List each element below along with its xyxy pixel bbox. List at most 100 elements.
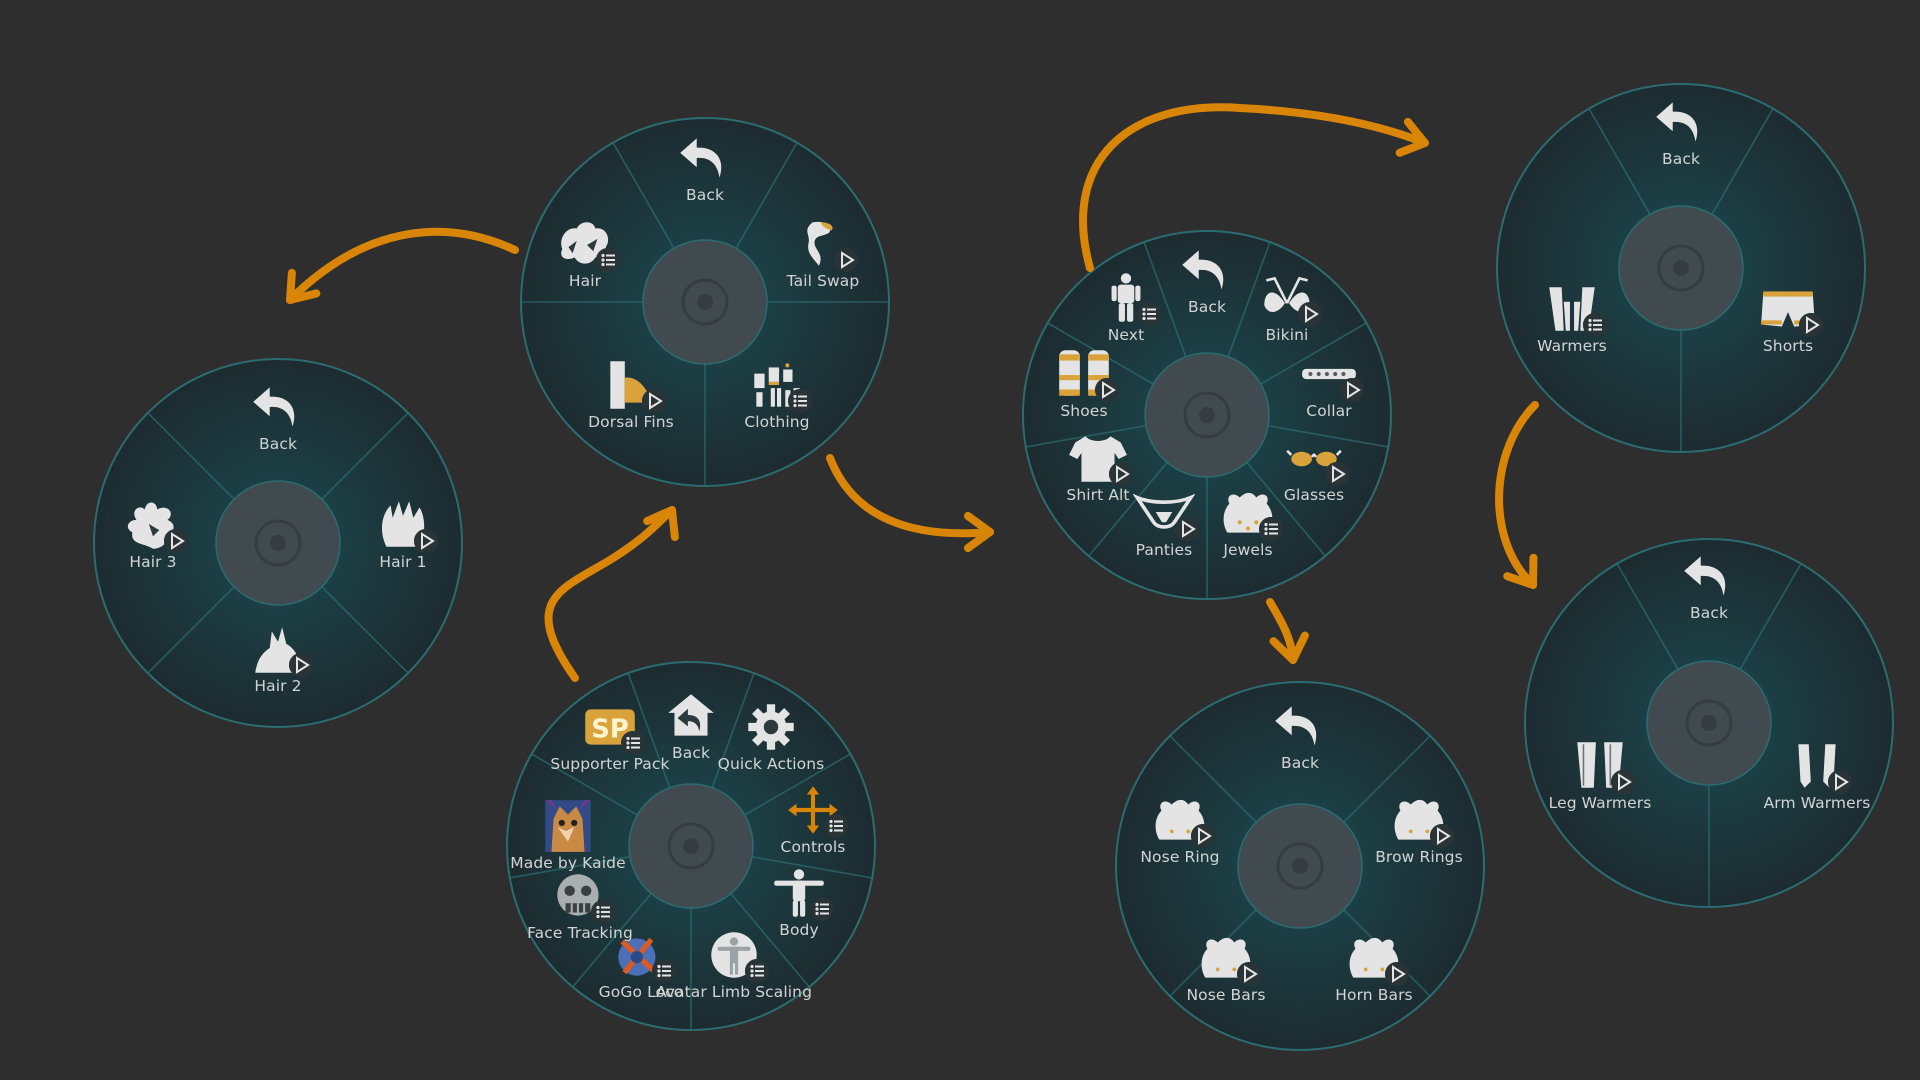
menu-item-label: Bikini [1265, 326, 1309, 344]
menu-item-label: Leg Warmers [1548, 794, 1652, 812]
play-toggle-icon [164, 529, 188, 553]
menu-item-bikini[interactable]: Bikini [1202, 272, 1372, 344]
menu-item-nose-bars[interactable]: Nose Bars [1141, 932, 1311, 1004]
menu-item-label: Dorsal Fins [588, 413, 674, 431]
menu-item-back[interactable]: Back [193, 381, 363, 453]
play-toggle-icon [1325, 462, 1349, 486]
collar-icon [1298, 348, 1364, 402]
shorts-icon [1757, 283, 1823, 337]
play-toggle-icon [1095, 378, 1119, 402]
menu-item-glasses[interactable]: Glasses [1229, 432, 1399, 504]
menu-item-back[interactable]: Back [620, 132, 790, 204]
menu-item-jewels[interactable]: Jewels [1163, 487, 1333, 559]
head-silhouette-icon [1388, 794, 1454, 848]
move-arrows-icon [782, 784, 848, 838]
menu-item-next[interactable]: Next [1041, 272, 1211, 344]
bikini-icon [1256, 272, 1322, 326]
sp-logo-icon: SP [579, 701, 645, 755]
menu-item-face-tracking[interactable]: Face Tracking [495, 870, 665, 942]
menu-item-arm-warmers[interactable]: Arm Warmers [1732, 740, 1902, 812]
submenu-list-icon [788, 389, 812, 413]
play-toggle-icon [1430, 824, 1454, 848]
menu-item-label: Jewels [1223, 541, 1273, 559]
menu-item-quick-actions[interactable]: Quick Actions [686, 701, 856, 773]
submenu-list-icon [1583, 313, 1607, 337]
play-toggle-icon [642, 389, 666, 413]
radial-disc [93, 358, 463, 728]
menu-item-leg-warmers[interactable]: Leg Warmers [1515, 740, 1685, 812]
menu-item-label: GoGo Loco [598, 983, 684, 1001]
menu-item-avatar-limb-scaling[interactable]: Avatar Limb Scaling [649, 929, 819, 1001]
menu-item-label: Nose Bars [1186, 986, 1266, 1004]
menu-item-label: Arm Warmers [1763, 794, 1871, 812]
shirt-icon [1067, 432, 1133, 486]
tail-icon [792, 218, 858, 272]
back-arrow-icon [1678, 550, 1740, 602]
menu-item-label: Back [1689, 604, 1729, 622]
play-toggle-icon [1109, 462, 1133, 486]
panties-icon [1132, 487, 1199, 541]
play-toggle-icon [1385, 962, 1409, 986]
arm-warmers-icon [1786, 740, 1852, 794]
radial-disc [1022, 230, 1392, 600]
menu-item-back[interactable]: Back [1215, 700, 1385, 772]
submenu-list-icon [652, 959, 676, 983]
menu-item-label: Back [1280, 754, 1320, 772]
back-arrow-icon [1650, 96, 1712, 148]
menu-item-shirt-alt[interactable]: Shirt Alt [1013, 432, 1183, 504]
menu-item-body[interactable]: Body [714, 867, 884, 939]
menu-item-label: Brow Rings [1375, 848, 1463, 866]
menu-item-hair[interactable]: Hair [500, 218, 670, 290]
menu-item-label: Quick Actions [717, 755, 825, 773]
menu-item-label: Shoes [1060, 402, 1108, 420]
menu-item-controls[interactable]: Controls [728, 784, 898, 856]
menu-item-panties[interactable]: Panties [1079, 487, 1249, 559]
menu-item-gogo-loco[interactable]: GoGo Loco [556, 929, 726, 1001]
menu-item-warmers[interactable]: Warmers [1487, 283, 1657, 355]
menu-item-tail-swap[interactable]: Tail Swap [738, 218, 908, 290]
play-toggle-icon [1799, 313, 1823, 337]
menu-item-back[interactable]: Back [1596, 96, 1766, 168]
menu-item-brow-rings[interactable]: Brow Rings [1334, 794, 1504, 866]
menu-item-label: Back [1661, 150, 1701, 168]
menu-item-label: Hair 3 [129, 553, 177, 571]
head-silhouette-icon [1195, 932, 1261, 986]
menu-item-back[interactable]: Back [1624, 550, 1794, 622]
menu-item-label: Tail Swap [786, 272, 860, 290]
menu-item-nose-ring[interactable]: Nose Ring [1095, 794, 1265, 866]
menu-item-hair-1[interactable]: Hair 1 [318, 499, 488, 571]
menu-item-hair-3[interactable]: Hair 3 [68, 499, 238, 571]
main [505, 660, 877, 1032]
menu-item-horn-bars[interactable]: Horn Bars [1289, 932, 1459, 1004]
person-icon [1095, 272, 1161, 326]
menu-item-collar[interactable]: Collar [1244, 348, 1414, 420]
hair-wild-icon [122, 499, 188, 553]
play-toggle-icon [1237, 962, 1261, 986]
menu-item-dorsal-fins[interactable]: Dorsal Fins [546, 359, 716, 431]
submenu-list-icon [621, 731, 645, 755]
shoes-icon [1053, 348, 1119, 402]
menu-item-label: Next [1107, 326, 1145, 344]
menu-item-label: Collar [1306, 402, 1352, 420]
clothing-icon [746, 359, 812, 413]
warmers-menu [1523, 537, 1895, 909]
menu-item-back[interactable]: Back [606, 690, 776, 762]
play-toggle-icon [1340, 378, 1364, 402]
play-toggle-icon [1828, 770, 1852, 794]
next-menu [1495, 82, 1867, 454]
menu-item-shorts[interactable]: Shorts [1703, 283, 1873, 355]
dorsal-fin-icon [600, 359, 666, 413]
menu-item-shoes[interactable]: Shoes [999, 348, 1169, 420]
play-toggle-icon [289, 653, 313, 677]
menu-item-hair-2[interactable]: Hair 2 [193, 623, 363, 695]
menu-item-label: Hair [568, 272, 602, 290]
menu-item-label: Back [1187, 298, 1227, 316]
menu-item-clothing[interactable]: Clothing [692, 359, 862, 431]
submenu-list-icon [1137, 302, 1161, 326]
kaide-avatar-icon [537, 800, 599, 852]
menu-item-made-by-kaide[interactable]: Made by Kaide [483, 800, 653, 872]
play-toggle-icon [1611, 770, 1635, 794]
hair-spiky-icon [372, 499, 438, 553]
submenu-list-icon [596, 248, 620, 272]
